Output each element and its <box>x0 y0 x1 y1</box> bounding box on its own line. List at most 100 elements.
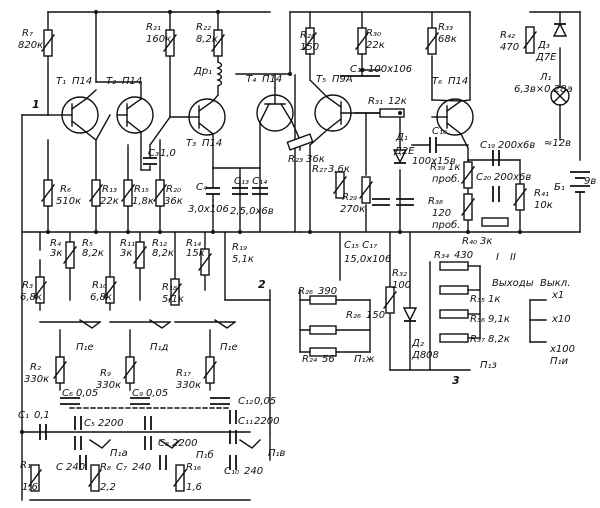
label-voltage: ≈12в <box>544 138 571 149</box>
choke-dr1 <box>216 55 223 96</box>
label-d1-type: Д2Е <box>393 146 415 157</box>
label-r28-value: 150 <box>300 42 319 53</box>
label-r27-value: 3,6к <box>328 164 350 175</box>
label-switch-p1z: П₁з <box>480 360 497 371</box>
label-c3-ref: C₃ <box>148 148 159 159</box>
label-r31-ref: R₃₁ <box>368 96 383 107</box>
tuning-caps <box>60 397 231 409</box>
label-c16-value: 100х106 <box>368 64 412 75</box>
capacitor-c18 <box>411 137 469 153</box>
label-r8-value: 2,2 <box>100 482 116 493</box>
label-r32-ref: R₃₂ <box>392 268 407 279</box>
label-switch-p1e-a: П₁е <box>76 342 94 353</box>
r34-r37-ladder <box>429 261 481 371</box>
label-r4-ref: R₄ <box>50 238 61 249</box>
label-r2-value: 330к <box>24 374 49 385</box>
label-r17-value: 330к <box>176 380 201 391</box>
resistor-r41 <box>513 183 527 211</box>
label-c10-ref: C₁₀ <box>224 466 239 477</box>
label-d3-ref: Д₃ <box>537 40 550 51</box>
label-r39-value: 1к <box>448 162 460 173</box>
resistor-r33 <box>425 27 439 55</box>
switch-contacts <box>79 319 261 449</box>
label-t4: T₄ <box>246 74 256 85</box>
label-r26a-ref: R₂₆ <box>298 286 313 297</box>
resistor-r29 <box>359 176 373 204</box>
label-r15-ref: R₁₅ <box>134 184 149 195</box>
resistor-r42 <box>523 26 537 54</box>
top-rail <box>47 11 471 83</box>
label-r38-ref: R₃₈ <box>428 196 443 207</box>
label-d3-type: Д7Е <box>535 52 557 63</box>
label-r36-value: 9,1к <box>488 314 510 325</box>
label-x100: x100 <box>549 344 575 355</box>
label-prob2: проб. <box>432 219 460 231</box>
resistor-r40 <box>481 217 509 227</box>
label-c7-ref: C₇ <box>116 462 127 473</box>
label-r41-ref: R₄₁ <box>534 188 549 199</box>
label-r30-ref: R₃₀ <box>366 28 381 39</box>
label-r1-value: 1,6 <box>22 482 38 493</box>
label-node-1: 1 <box>32 98 40 111</box>
label-r31-value: 12к <box>388 96 407 107</box>
label-r28-ref: R₂₈ <box>300 30 315 41</box>
label-outputs: Выходы <box>492 278 534 289</box>
label-switch-p1a: П₁а <box>110 448 128 459</box>
label-c20-ref: C₂₀ <box>476 172 491 183</box>
label-r22-value: 8,2к <box>196 34 218 45</box>
label-r42-value: 470 <box>500 42 519 53</box>
label-r19-value: 5,1к <box>232 254 254 265</box>
label-c5-value: 2200 <box>98 418 123 429</box>
label-r7-ref: R₇ <box>22 28 33 39</box>
capacitor-c4 <box>206 167 261 201</box>
label-c3-value: 1,0 <box>160 148 176 159</box>
label-c1-ref: C₁ <box>18 410 29 421</box>
label-lamp-value: 6,3в×0,28а <box>514 84 573 95</box>
label-t5-type: П9A <box>332 74 353 85</box>
label-c15-c17-value: 15,0х106 <box>344 254 391 265</box>
label-r26b-ref: R₂₆ <box>346 310 361 321</box>
transistor-t3 <box>169 55 226 169</box>
label-c12-ref: C₁₂ <box>238 396 253 407</box>
label-r11-value: 3к <box>120 248 132 259</box>
resistor-r2 <box>53 356 67 384</box>
label-r24-ref: R₂₄ <box>302 354 317 365</box>
label-r39-ref: R₃₉ <box>430 162 445 173</box>
label-t4-type: П14 <box>262 74 282 85</box>
capacitor-c13-c14 <box>232 167 268 195</box>
label-c8-ref: C₈ <box>158 438 169 449</box>
label-r19-ref: R₁₉ <box>232 242 247 253</box>
label-r11-ref: R₁₁ <box>120 238 135 249</box>
label-battery: Б₁ <box>554 182 565 193</box>
label-c7-value: 240 <box>132 462 151 473</box>
label-node-2: 2 <box>258 278 266 291</box>
label-c9-ref: C₉ <box>132 388 143 399</box>
label-switch-p1i: П₁и <box>550 356 569 367</box>
capacitor-c3 <box>143 116 171 171</box>
label-r23-ref: R₂₃ <box>288 154 303 165</box>
label-switch-p1v: П₁в <box>268 448 286 459</box>
label-r27-ref: R₂₇ <box>312 164 327 175</box>
label-r37-value: 8,2к <box>488 334 510 345</box>
label-r36-ref: R₃₆ <box>470 314 485 325</box>
label-r35-ref: R₃₅ <box>470 294 485 305</box>
label-r3-ref: R₃ <box>22 280 33 291</box>
label-r29-value: 270к <box>340 204 365 215</box>
label-c9-value: 0,05 <box>146 388 168 399</box>
label-r15-value: 1,8к <box>132 196 154 207</box>
label-switch-p1zh: П₁ж <box>354 354 375 365</box>
resistor-r38 <box>461 193 475 221</box>
label-switch-p1e-b: П₁е <box>220 342 238 353</box>
diode-d3 <box>552 11 568 37</box>
label-c18-value: 100х15в <box>412 156 456 167</box>
label-r34-ref: R₃₄ <box>434 250 449 261</box>
label-r21-ref: R₂₁ <box>146 22 161 33</box>
label-battery-value: 9в <box>584 176 596 187</box>
resistor-r23 <box>286 133 314 151</box>
label-r30-value: 22к <box>366 40 385 51</box>
label-d2-ref: Д₂ <box>411 338 424 349</box>
labels: R₇ 820к T₁ П14 T₂ П14 R₂₁ 160к R₂₂ 8,2к … <box>18 22 596 493</box>
label-c6-ref: C₆ <box>62 388 73 399</box>
